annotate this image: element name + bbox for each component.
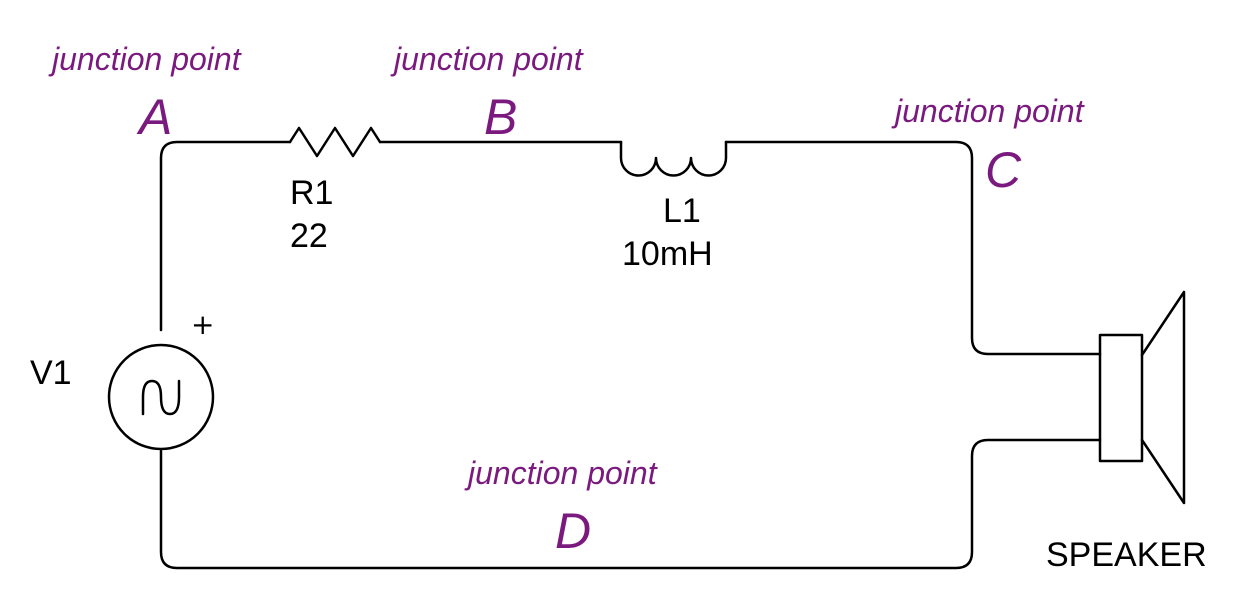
source-polarity: + xyxy=(191,308,214,341)
junction-a-letter: A xyxy=(136,89,172,145)
wire-l1-c-speaker xyxy=(724,140,1102,356)
source-name: V1 xyxy=(30,354,72,392)
resistor-r1-symbol xyxy=(288,126,382,158)
junction-d-letter: D xyxy=(555,503,591,559)
speaker-icon xyxy=(1098,290,1186,505)
speaker-magnet xyxy=(1098,333,1144,463)
speaker-cone xyxy=(1140,290,1186,505)
wire-speaker-d-v1 xyxy=(159,438,1102,570)
inductor-l1-symbol xyxy=(619,140,728,177)
ac-source-v1 xyxy=(107,343,215,451)
speaker-label: SPEAKER xyxy=(1046,536,1207,574)
ac-sine-icon xyxy=(141,379,181,416)
resistor-value: 22 xyxy=(290,217,328,255)
junction-b-caption: junction point xyxy=(390,41,584,77)
inductor-name: L1 xyxy=(663,192,701,230)
source-circle xyxy=(107,343,215,451)
junction-c-caption: junction point xyxy=(891,93,1085,129)
junction-a-caption: junction point xyxy=(48,41,242,77)
junction-c-letter: C xyxy=(985,142,1022,198)
resistor-name: R1 xyxy=(290,174,333,212)
inductor-value: 10mH xyxy=(622,235,713,273)
junction-d-caption: junction point xyxy=(464,455,658,491)
junction-b-letter: B xyxy=(484,89,517,145)
wire-a-r1 xyxy=(159,140,292,332)
